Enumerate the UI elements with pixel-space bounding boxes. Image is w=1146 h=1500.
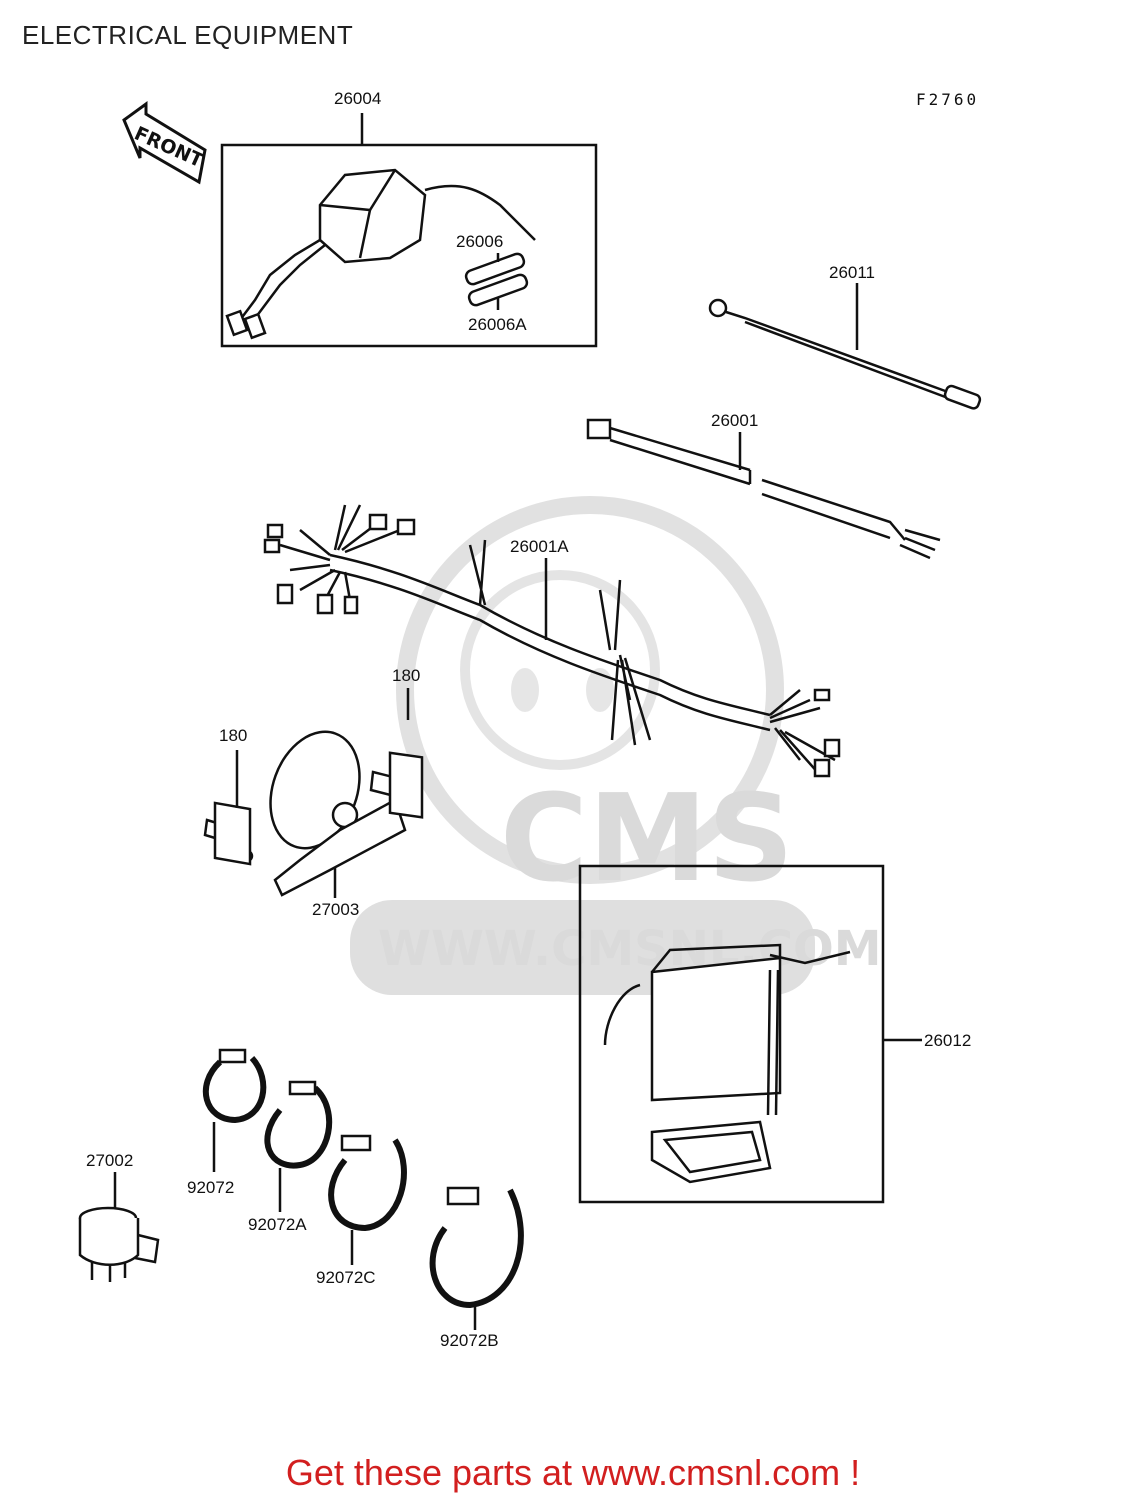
front-arrow-icon: FRONT: [122, 101, 207, 185]
part-27003-horn: [203, 688, 424, 898]
part-26004-group: [220, 113, 598, 348]
label-180-left: 180: [219, 726, 247, 745]
figure-code: F2760: [916, 90, 979, 109]
part-26001-cable: [586, 418, 941, 560]
label-92072A: 92072A: [248, 1215, 307, 1234]
part-26011-wire: [708, 283, 982, 410]
part-92072-bands: [202, 1048, 524, 1330]
label-92072B: 92072B: [440, 1331, 499, 1350]
cms-watermark: CMS WWW.CMSNL.COM: [350, 496, 882, 995]
page-title: ELECTRICAL EQUIPMENT: [22, 20, 354, 50]
label-26001: 26001: [711, 411, 758, 430]
label-26006A: 26006A: [468, 315, 527, 334]
label-180-right: 180: [392, 666, 420, 685]
part-27002-relay: [78, 1172, 160, 1282]
label-26012: 26012: [924, 1031, 971, 1050]
label-26006: 26006: [456, 232, 503, 251]
label-27003: 27003: [312, 900, 359, 919]
label-27002: 27002: [86, 1151, 133, 1170]
label-26001A: 26001A: [510, 537, 569, 556]
label-92072C: 92072C: [316, 1268, 376, 1287]
watermark-url-text: WWW.CMSNL.COM: [378, 921, 882, 977]
label-26004: 26004: [334, 89, 381, 108]
label-26011: 26011: [829, 263, 875, 282]
part-26001A-harness: [263, 504, 841, 778]
watermark-logo-text: CMS: [500, 770, 794, 909]
promo-link-text[interactable]: Get these parts at www.cmsnl.com !: [285, 1452, 861, 1493]
part-26012-battery: [578, 864, 922, 1204]
label-92072: 92072: [187, 1178, 234, 1197]
